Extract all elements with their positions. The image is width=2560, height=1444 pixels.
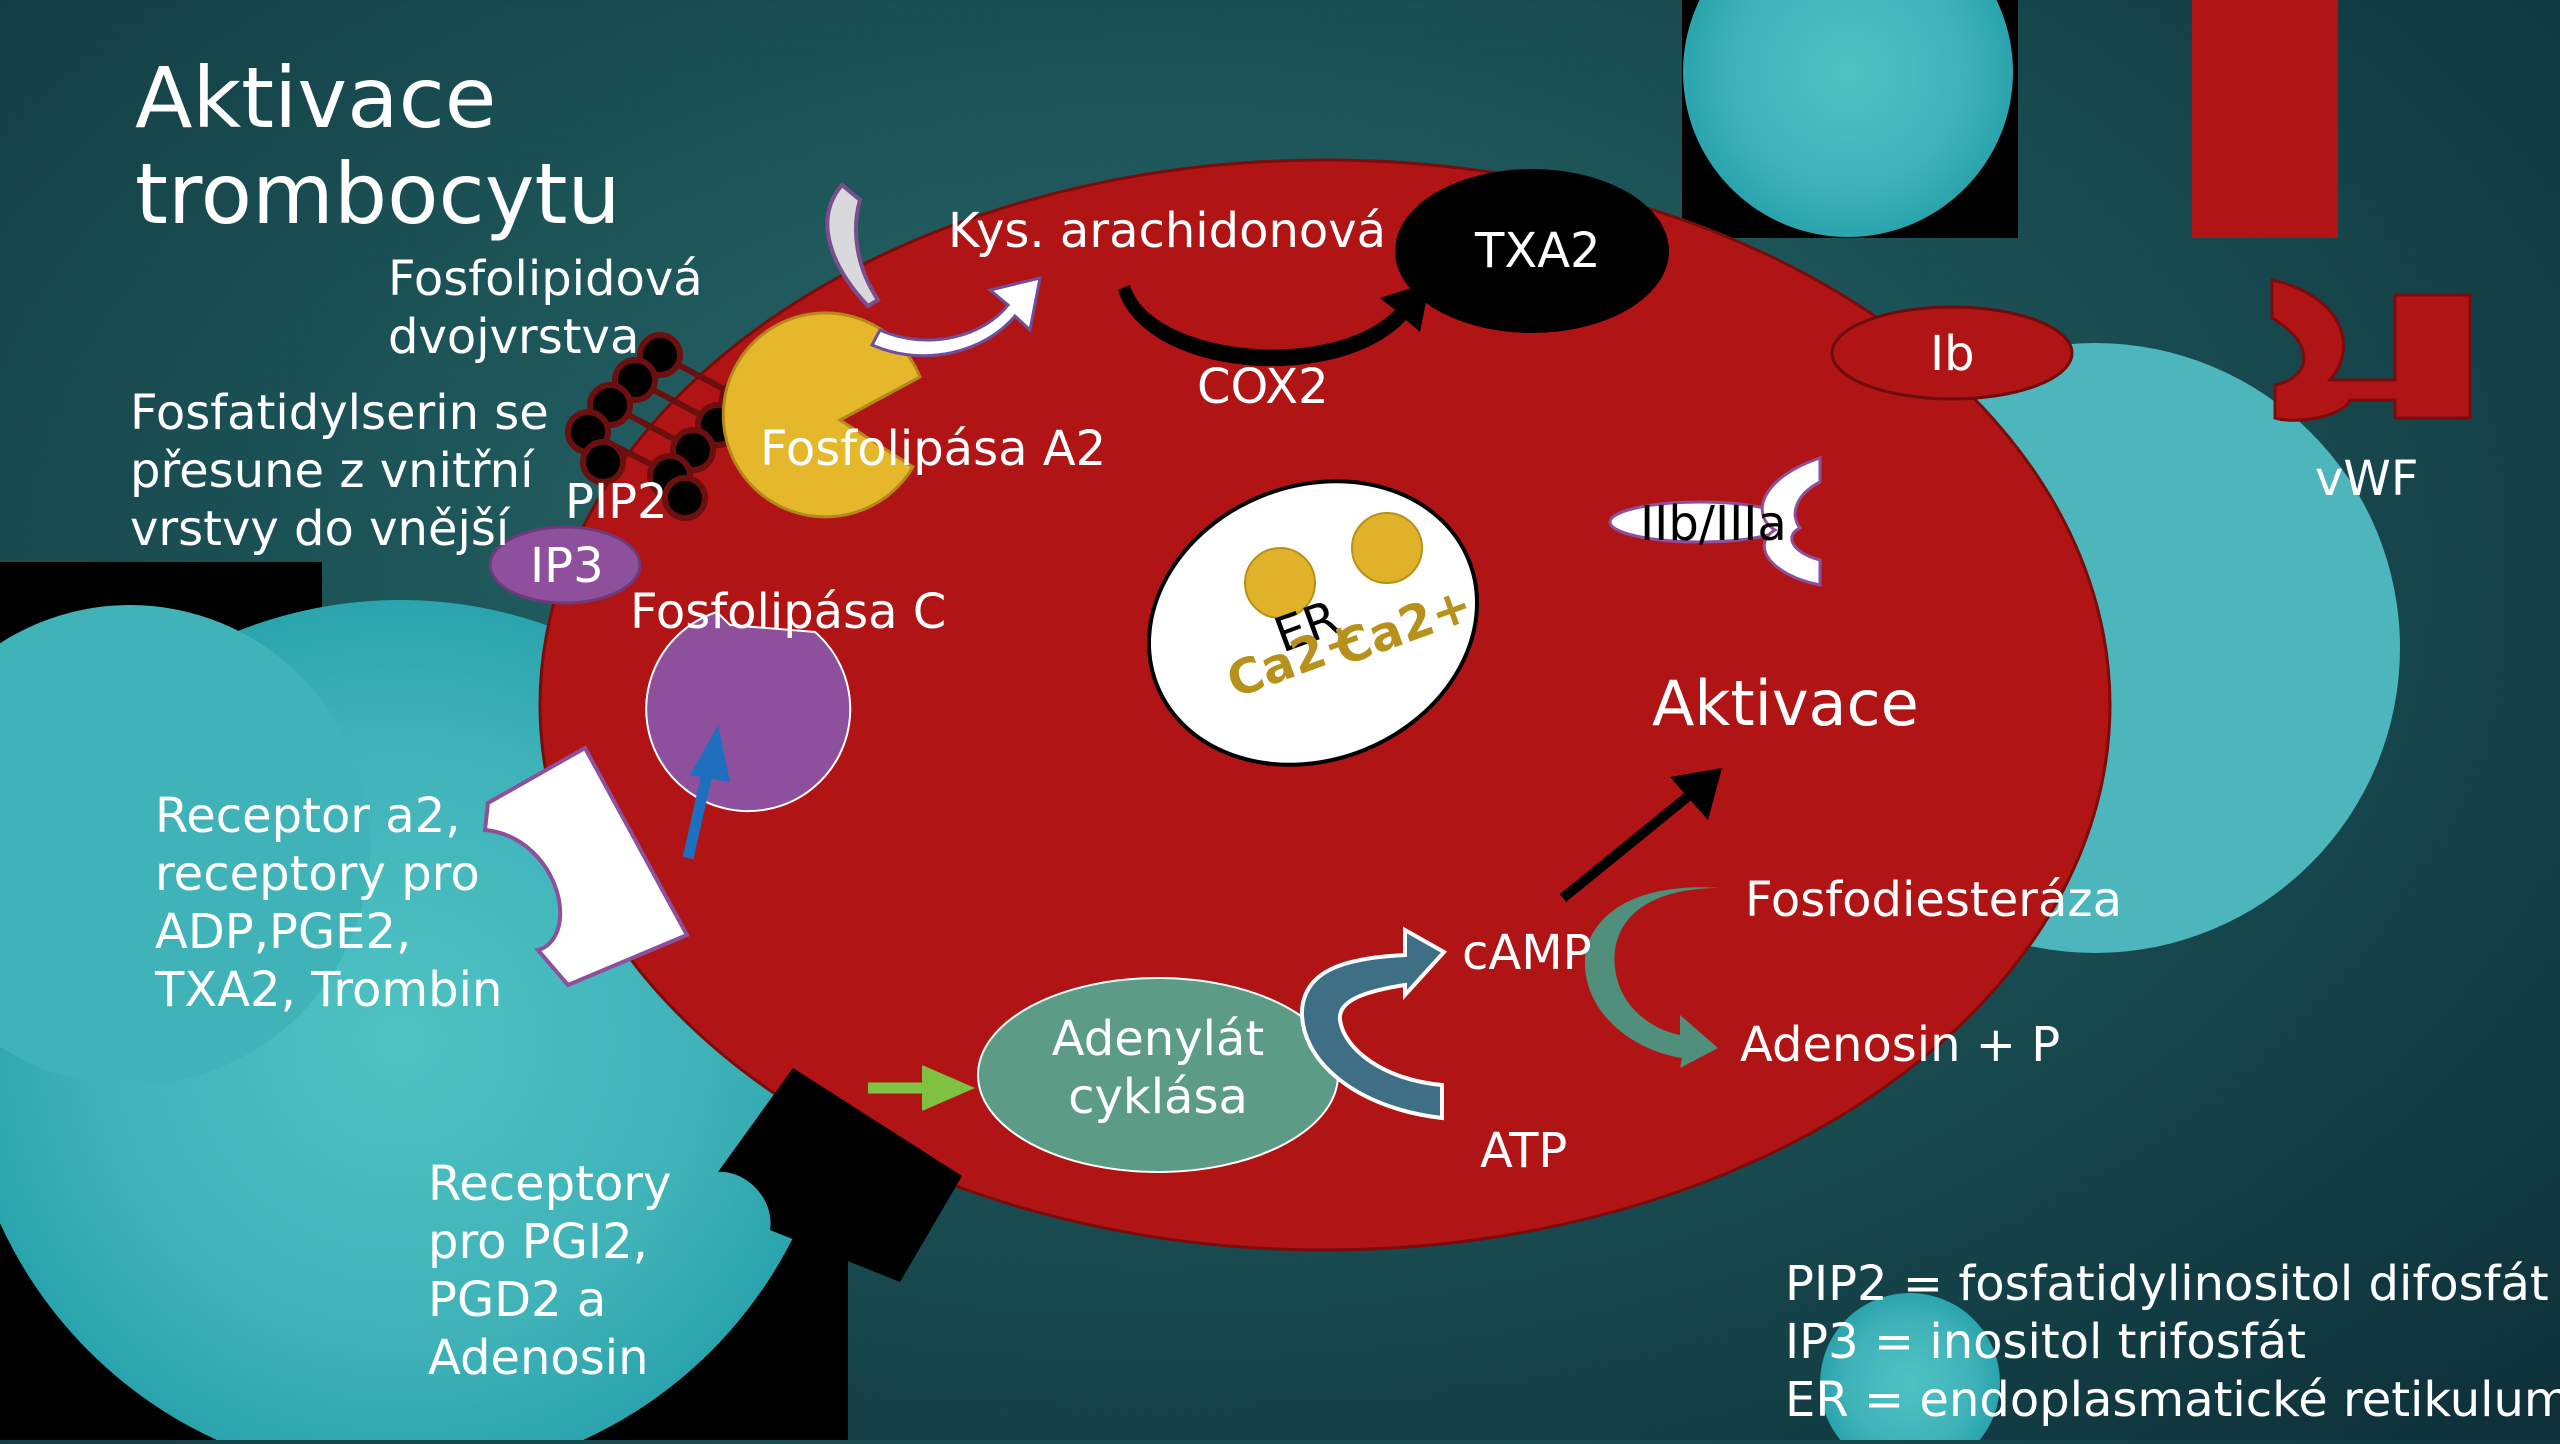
legend-item: PIP2 = fosfatidylinositol difosfát — [1785, 1256, 2549, 1312]
label-activation: Aktivace — [1652, 667, 1919, 740]
background-teal-disc-left-inner — [0, 605, 370, 1085]
phospholipase-c-icon — [645, 610, 852, 813]
label-line: Adenylát — [1051, 1011, 1265, 1067]
page-title: Aktivace trombocytu — [135, 50, 621, 242]
phospholipase-a2-icon — [721, 311, 922, 519]
blue-arrow-icon — [682, 725, 730, 860]
iib-iiia-receptor-icon — [1760, 455, 1822, 587]
background-red-block — [2192, 0, 2338, 238]
background-teal-disc-top — [1683, 0, 2013, 237]
legend-item: IP3 = inositol trifosfát — [1785, 1314, 2306, 1370]
label-arachidonic-acid: Kys. arachidonová — [948, 203, 1387, 259]
membrane-fragment-icon — [825, 182, 881, 309]
label-pip2: PIP2 — [565, 474, 668, 530]
label-line: Adenosin — [428, 1330, 649, 1386]
receptor-a2-shape — [482, 745, 690, 988]
activation-arrow-icon — [1559, 768, 1722, 902]
receptor-pgi2-shape — [718, 1068, 962, 1282]
label-cox2: COX2 — [1197, 359, 1329, 415]
label-line: pro PGI2, — [428, 1214, 648, 1270]
label-adenosine-p: Adenosin + P — [1740, 1017, 2061, 1073]
label-line: cyklása — [1068, 1069, 1248, 1125]
label-receptors-pgi2: Receptory pro PGI2, PGD2 a Adenosin — [428, 1155, 671, 1387]
label-line: Receptor a2, — [155, 788, 461, 844]
label-phospholipase-c: Fosfolipása C — [630, 584, 947, 640]
label-line: Fosfatidylserin se — [130, 385, 549, 441]
cox2-arrow-icon — [1118, 282, 1430, 367]
label-vwf: vWF — [2315, 451, 2419, 507]
label-line: vrstvy do vnější — [130, 501, 510, 557]
phosphodiesterase-arrow-icon — [1584, 887, 1720, 1068]
label-receptors-a2: Receptor a2, receptory pro ADP,PGE2, TXA… — [155, 787, 502, 1019]
legend: PIP2 = fosfatidylinositol difosfát IP3 =… — [1785, 1255, 2560, 1429]
title-line-2: trombocytu — [135, 145, 621, 243]
label-phospholipid-bilayer: Fosfolipidová dvojvrstva — [388, 250, 703, 366]
label-ib: Ib — [1930, 326, 1975, 382]
label-iib-iiia: IIb/IIIa — [1640, 496, 1787, 552]
label-phosphodiesterase: Fosfodiesteráza — [1745, 872, 2122, 928]
label-phospholipase-a2: Fosfolipása A2 — [760, 421, 1107, 477]
vwf-shape — [2270, 278, 2472, 422]
ib-receptor-ellipse — [1830, 305, 2074, 401]
legend-teal-disc — [1820, 1293, 2000, 1444]
arachidonic-arrow-icon — [869, 275, 1042, 358]
label-txa2: TXA2 — [1475, 223, 1601, 279]
label-line: přesune z vnitřní — [130, 443, 534, 499]
title-line-1: Aktivace — [135, 49, 497, 147]
label-camp: cAMP — [1462, 925, 1592, 981]
label-ip3: IP3 — [530, 538, 604, 594]
camp-arrow-icon — [1299, 926, 1448, 1121]
label-line: Receptory — [428, 1156, 672, 1212]
label-line: Fosfolipidová — [388, 251, 703, 307]
txa2-ellipse — [1395, 169, 1669, 333]
label-line: PGD2 a — [428, 1272, 607, 1328]
label-line: ADP,PGE2, — [155, 904, 412, 960]
ip3-ellipse — [488, 525, 642, 605]
label-atp: ATP — [1480, 1123, 1568, 1179]
green-arrow-icon — [868, 1065, 975, 1111]
calcium-ion-icon — [1351, 512, 1423, 584]
calcium-ion-icon — [1244, 547, 1316, 619]
label-line: dvojvrstva — [388, 309, 640, 365]
label-line: receptory pro — [155, 846, 480, 902]
label-line: TXA2, Trombin — [155, 962, 503, 1018]
label-phosphatidylserine: Fosfatidylserin se přesune z vnitřní vrs… — [130, 384, 549, 558]
legend-item: ER = endoplasmatické retikulum — [1785, 1372, 2560, 1428]
label-adenylate-cyclase: Adenylát cyklása — [1048, 1010, 1268, 1126]
